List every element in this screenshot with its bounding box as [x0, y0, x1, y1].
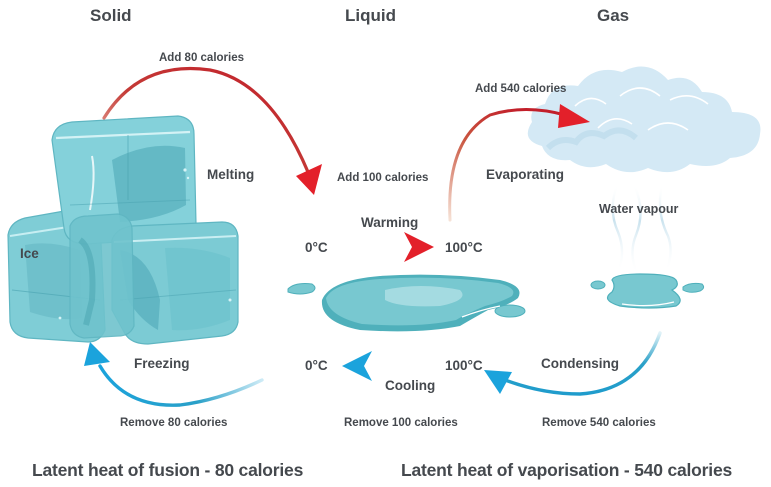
freezing-arrow: [84, 342, 264, 407]
label-add-80-calories: Add 80 calories: [159, 52, 245, 64]
evaporating-arrow: [448, 104, 590, 222]
label-evaporating: Evaporating: [486, 167, 565, 182]
condensing-arrow: [484, 331, 662, 396]
melting-arrow: [102, 66, 322, 195]
temp-cooling-start: 100°C: [445, 358, 483, 373]
water-puddle-large: [287, 274, 526, 332]
label-water-vapour: Water vapour: [599, 202, 679, 216]
ice-cubes-illustration: [7, 115, 239, 345]
label-remove-80-calories: Remove 80 calories: [120, 417, 228, 429]
steam-wisps: [611, 184, 672, 276]
label-melting: Melting: [207, 167, 255, 182]
ice-cube-right: [111, 221, 239, 345]
heading-solid: Solid: [90, 6, 132, 25]
label-condensing: Condensing: [541, 356, 619, 371]
label-cooling: Cooling: [385, 378, 436, 393]
temp-cooling-end: 0°C: [305, 358, 328, 373]
label-remove-100-calories: Remove 100 calories: [344, 417, 458, 429]
label-remove-540-calories: Remove 540 calories: [542, 417, 656, 429]
ice-cube-top: [51, 115, 197, 245]
heading-gas: Gas: [597, 6, 630, 25]
water-puddle-small: [590, 273, 705, 309]
heading-liquid: Liquid: [345, 6, 396, 25]
cooling-arrow: [342, 351, 436, 381]
cloud-illustration: [527, 66, 761, 173]
temp-warming-start: 0°C: [305, 240, 328, 255]
temp-warming-end: 100°C: [445, 240, 483, 255]
footer-latent-heat-vaporisation: Latent heat of vaporisation - 540 calori…: [401, 460, 733, 480]
label-ice: Ice: [20, 246, 39, 261]
label-warming: Warming: [361, 215, 419, 230]
label-add-100-calories: Add 100 calories: [337, 172, 429, 184]
footer-latent-heat-fusion: Latent heat of fusion - 80 calories: [32, 460, 304, 480]
label-freezing: Freezing: [134, 356, 190, 371]
ice-cube-middle: [69, 213, 135, 339]
label-add-540-calories: Add 540 calories: [475, 83, 567, 95]
warming-arrow: [350, 232, 434, 262]
